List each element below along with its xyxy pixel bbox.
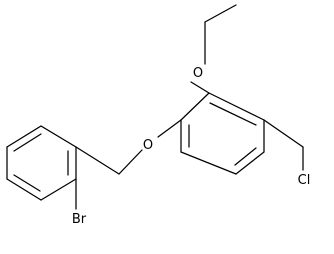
bond-o-ether-to-ch2 bbox=[118, 149, 143, 175]
ring-left-bond-3 bbox=[6, 178, 42, 201]
chlorine-label: Cl bbox=[298, 173, 311, 188]
ring-right-bond-3-inner bbox=[234, 147, 257, 166]
benzene-ring-right bbox=[180, 92, 265, 175]
ring-left-bond-3-inner bbox=[13, 174, 41, 192]
ring-right-bond-4 bbox=[180, 151, 237, 175]
ring-right-bond-6 bbox=[180, 92, 210, 121]
ring-right-bond-3 bbox=[235, 151, 265, 175]
ring-left-bond-2 bbox=[40, 178, 77, 201]
ring-left-bond-6 bbox=[40, 125, 77, 148]
bond-ring-to-o-ether bbox=[157, 119, 182, 138]
ethyl-group bbox=[204, 4, 237, 65]
bond-o-ethoxy-to-ring bbox=[190, 81, 210, 94]
ring-right-bond-1 bbox=[208, 92, 265, 121]
bond-ethyl-c1-c2 bbox=[204, 4, 237, 23]
bromine-label: Br bbox=[72, 212, 87, 227]
bond-ch2-to-left-ring bbox=[75, 146, 120, 175]
oxygen-ether-label: O bbox=[143, 138, 153, 153]
benzyl-ether-linkage bbox=[75, 119, 182, 175]
ring-right-bond-1-inner bbox=[209, 102, 257, 126]
chloromethyl-group bbox=[263, 119, 304, 171]
oxygen-ethoxy-label: O bbox=[193, 66, 203, 81]
benzene-ring-left bbox=[6, 125, 77, 201]
bond-ring-to-ch2 bbox=[263, 119, 304, 148]
ring-left-bond-5 bbox=[6, 125, 42, 148]
ring-left-bond-5-inner bbox=[13, 133, 42, 152]
